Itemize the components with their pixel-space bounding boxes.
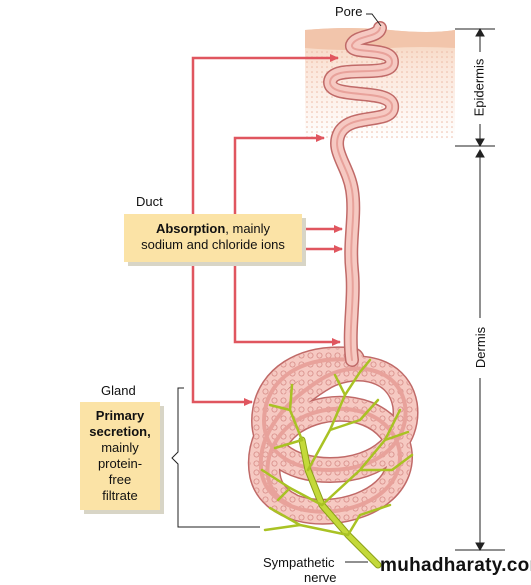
flow-arrows <box>191 54 343 406</box>
watermark: muhadharaty.com <box>380 555 531 576</box>
pore-leader <box>366 13 382 27</box>
sympathetic-label: Sympathetic <box>263 555 335 570</box>
arrow-to-epidermis <box>191 54 339 215</box>
gland-coil <box>247 346 419 525</box>
duct-label: Duct <box>136 194 163 209</box>
secretion-line4: protein- <box>97 456 143 471</box>
epidermis-scale <box>455 27 495 148</box>
secretion-line2: secretion, <box>89 424 151 439</box>
pore-label: Pore <box>335 4 363 19</box>
gland-label: Gland <box>101 383 136 398</box>
dermis-scale <box>455 148 505 552</box>
secretion-line3: mainly <box>101 440 139 455</box>
arrow-to-lower-duct <box>233 262 341 346</box>
sympathetic-nerve <box>260 358 414 569</box>
absorption-rest: , mainly <box>225 221 271 236</box>
absorption-line2: sodium and chloride ions <box>141 237 285 252</box>
secretion-line1: Primary <box>95 408 145 423</box>
arrow-to-gland <box>191 215 253 406</box>
secretion-line5: free <box>108 472 132 487</box>
absorption-box: Absorption, mainly sodium and chloride i… <box>124 214 302 262</box>
dermis-label: Dermis <box>473 324 489 371</box>
primary-secretion-box: Primary secretion, mainly protein- free … <box>80 402 160 510</box>
secretion-line6: filtrate <box>102 488 138 503</box>
arrow-to-upper-duct <box>233 134 325 215</box>
absorption-bold: Absorption <box>155 221 226 236</box>
duct-tube <box>323 21 399 367</box>
gland-bracket <box>171 387 260 528</box>
epidermis-label: Epidermis <box>471 56 487 119</box>
